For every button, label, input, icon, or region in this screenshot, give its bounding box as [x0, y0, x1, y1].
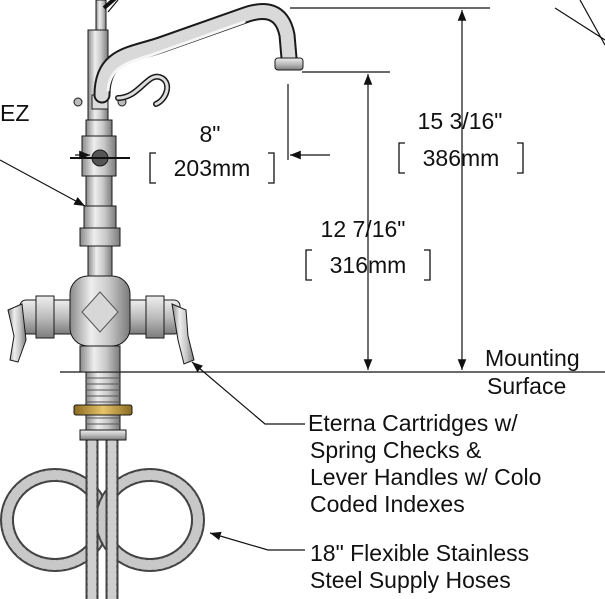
mounting-surface-label-1: Mounting	[485, 345, 580, 371]
lever-handle-right	[171, 303, 195, 365]
cartridge-body	[19, 275, 181, 373]
hoses-label-2: Steel Supply Hoses	[310, 567, 511, 593]
faucet-riser	[79, 0, 121, 277]
spout-reach-mm: 203mm	[173, 155, 251, 181]
cartridges-label-1: Eterna Cartridges w/	[308, 410, 518, 436]
spout-reach-inches: 8"	[199, 121, 221, 147]
leader-lines	[0, 0, 605, 551]
cartridges-label-4: Coded Indexes	[310, 491, 465, 517]
supply-hoses	[0, 423, 205, 599]
spout-height-mm: 316mm	[329, 252, 407, 278]
overall-height-bracket	[397, 141, 525, 175]
mounting-surface-label-2: Surface	[487, 373, 567, 399]
swing-spout	[93, 3, 304, 107]
overall-height-mm: 386mm	[422, 145, 500, 171]
overall-height-inches: 15 3/16"	[417, 108, 503, 134]
lever-handle-left	[7, 303, 27, 363]
threaded-shank	[73, 371, 133, 441]
brass-lock-ring	[73, 404, 133, 416]
spout-height-inches: 12 7/16"	[320, 216, 406, 242]
spout-height-bracket	[304, 248, 432, 282]
ez-label-fragment: EZ	[0, 100, 30, 126]
check-valve-knob	[70, 94, 130, 167]
hoses-label-1: 18" Flexible Stainless	[310, 540, 530, 566]
cartridges-label-3: Lever Handles w/ Colo	[310, 464, 542, 490]
cartridges-label-2: Spring Checks &	[310, 437, 482, 463]
spout-reach-bracket	[148, 151, 276, 185]
dimension-lines	[75, 7, 490, 370]
